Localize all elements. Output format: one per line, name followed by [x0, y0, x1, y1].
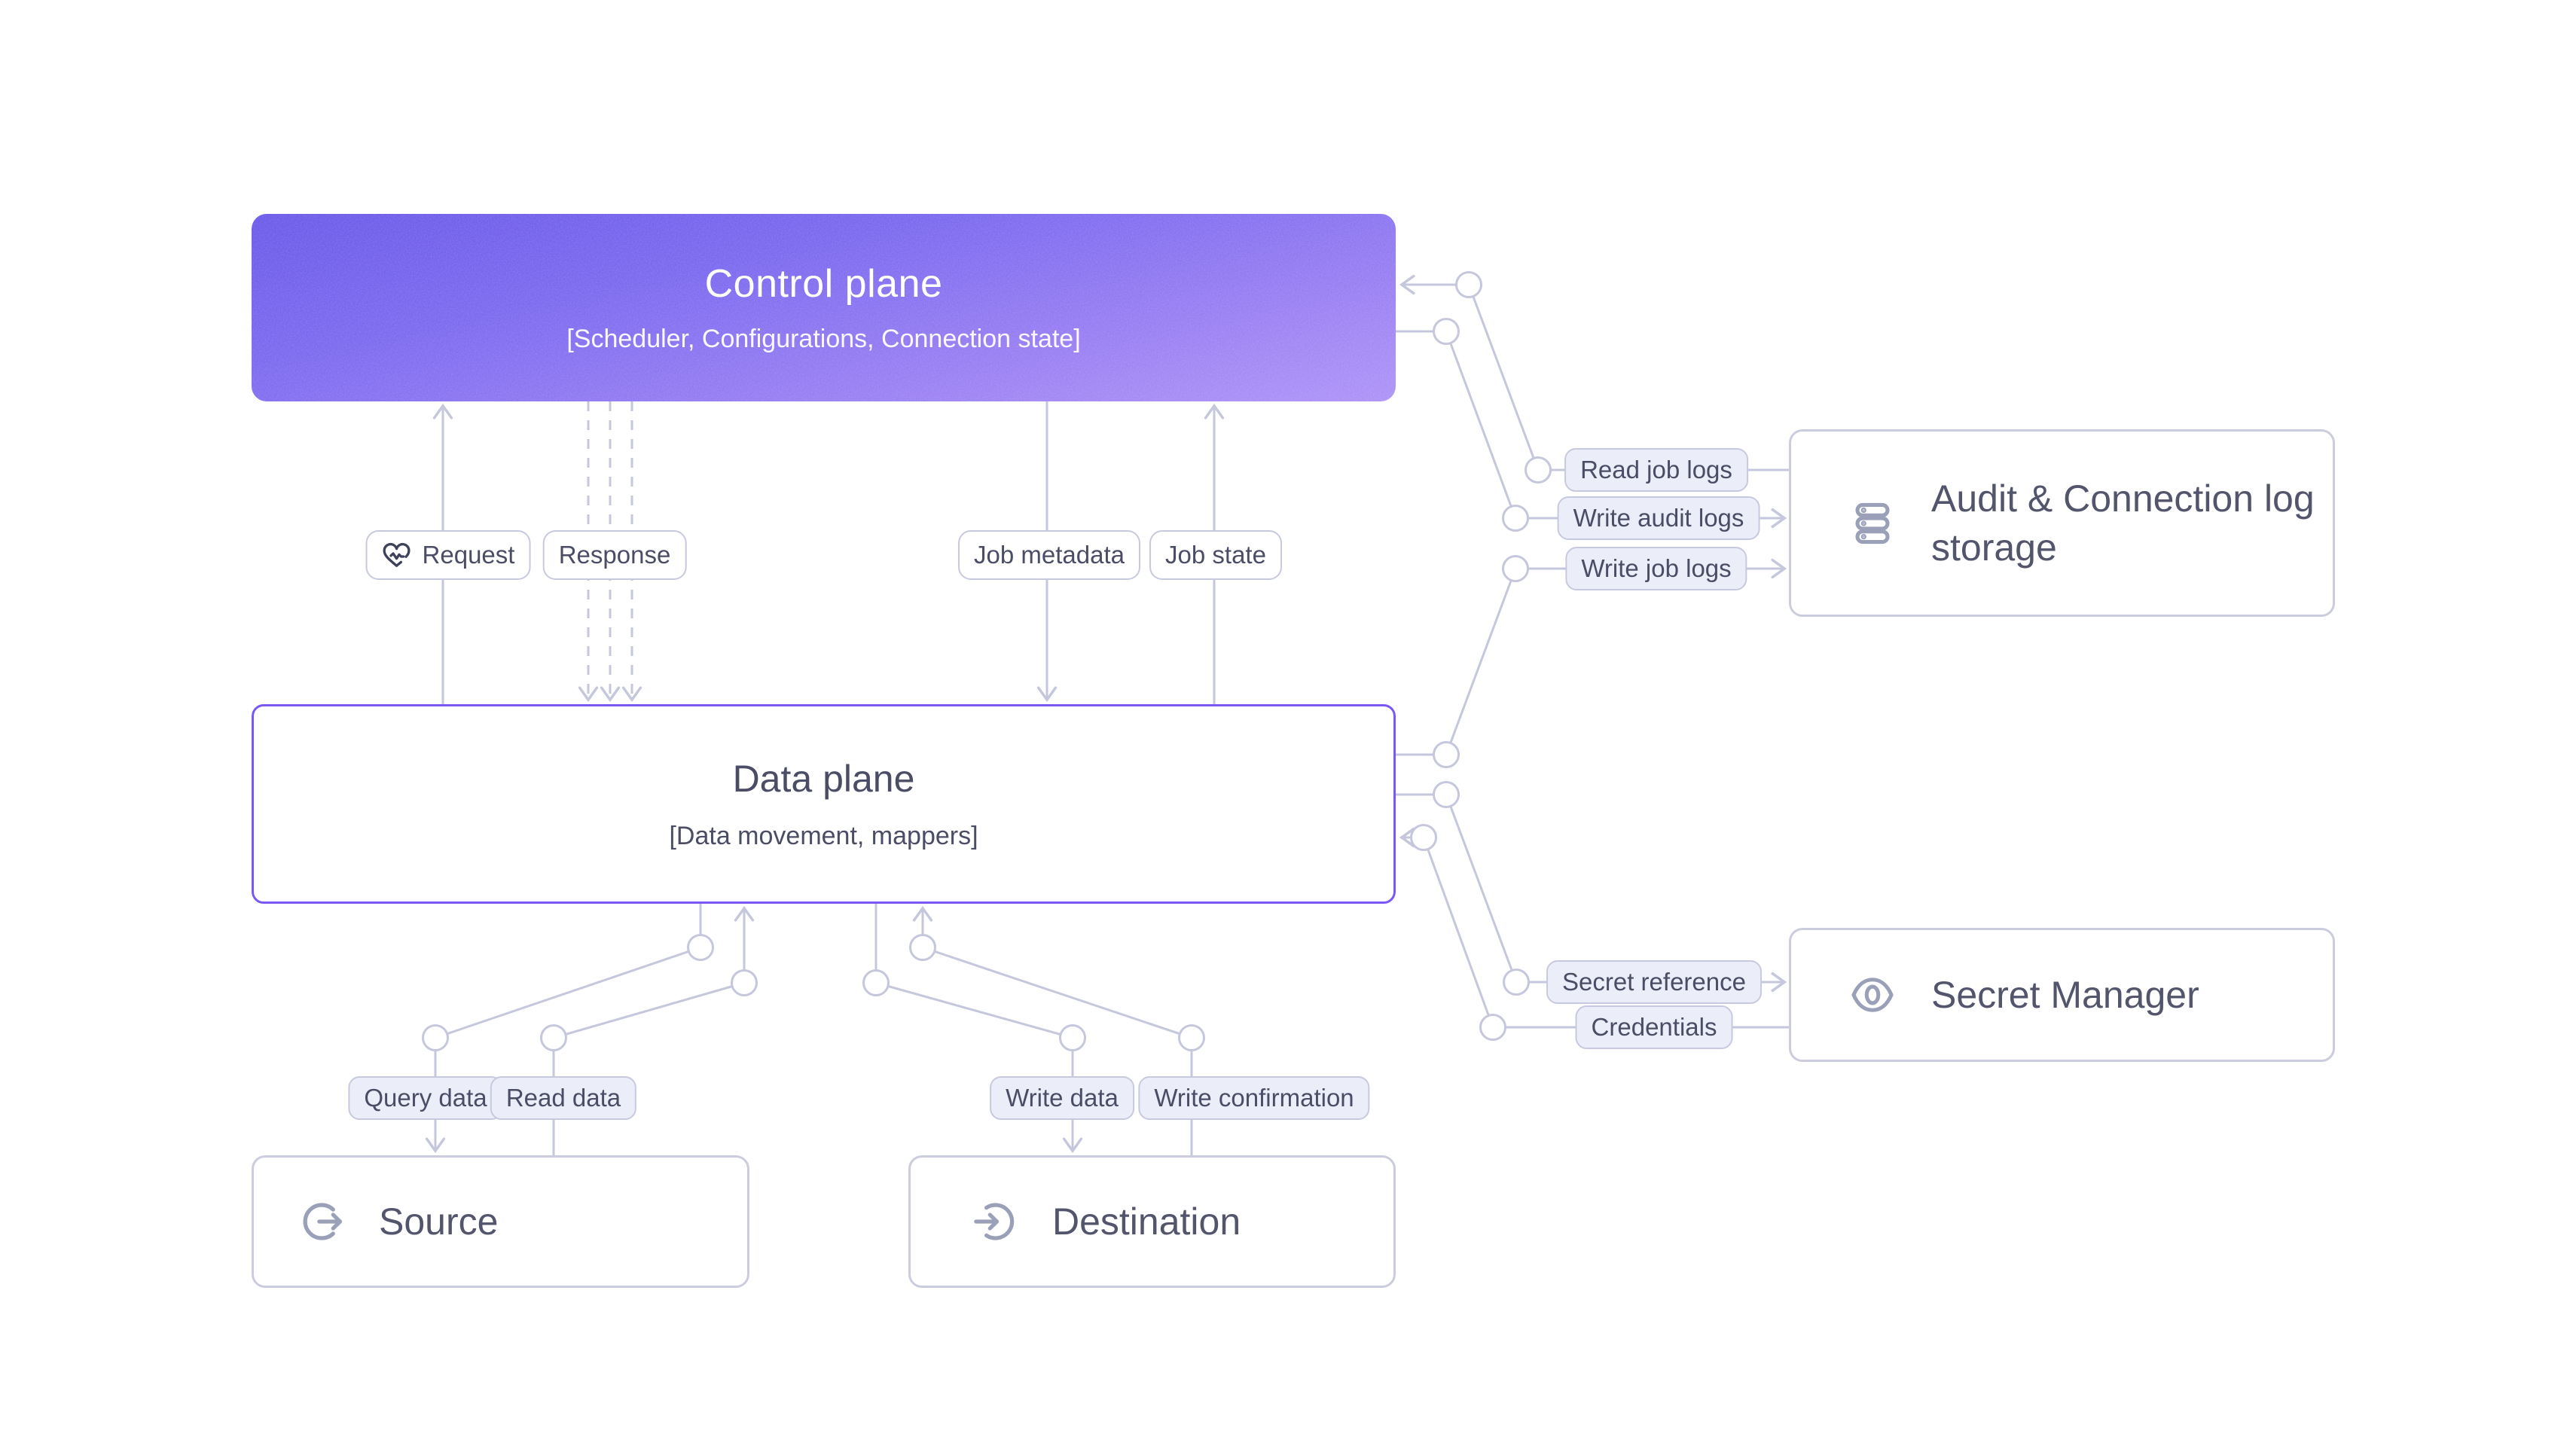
edge-label-secret-reference-text: Secret reference: [1562, 968, 1746, 996]
edge-label-request: Request: [365, 530, 531, 580]
edge-read-job-logs: [1467, 284, 1789, 471]
audit-log-storage-node: Audit & Connection log storage: [1789, 429, 2335, 617]
control-plane-title: Control plane: [704, 262, 943, 306]
edge-write-confirmation: [922, 946, 1193, 1155]
edge-label-write-confirmation: Write confirmation: [1138, 1076, 1370, 1120]
edge-label-write-job-logs-text: Write job logs: [1581, 554, 1732, 582]
edge-label-job-metadata: Job metadata: [958, 530, 1140, 580]
heart-pulse-icon: [382, 540, 412, 570]
data-plane-subtitle: [Data movement, mappers]: [669, 822, 978, 850]
edge-label-query-data: Query data: [348, 1076, 503, 1120]
secret-manager-node: Secret Manager: [1789, 928, 2335, 1062]
edge-label-read-job-logs-text: Read job logs: [1580, 456, 1732, 484]
edge-write-audit-logs: [1396, 330, 1517, 519]
edge-label-credentials-text: Credentials: [1591, 1013, 1717, 1041]
edge-label-response: Response: [542, 530, 687, 580]
edge-label-secret-reference: Secret reference: [1546, 960, 1762, 1004]
eye-icon: [1848, 971, 1897, 1019]
edge-write-job-logs: [1396, 568, 1517, 756]
edge-label-credentials: Credentials: [1575, 1005, 1733, 1049]
arrow-out-of-circle-icon: [298, 1197, 347, 1246]
source-node: Source: [252, 1155, 749, 1288]
edge-label-write-audit-logs: Write audit logs: [1557, 496, 1760, 540]
edge-label-write-job-logs: Write job logs: [1565, 547, 1747, 590]
edge-query-data: [435, 904, 702, 1039]
edge-label-job-state: Job state: [1149, 530, 1282, 580]
edge-label-request-text: Request: [422, 541, 515, 569]
edge-secret-reference: [1396, 793, 1518, 983]
destination-title: Destination: [1052, 1200, 1241, 1243]
arrow-into-circle-icon: [971, 1197, 1021, 1246]
edge-label-job-metadata-text: Job metadata: [974, 541, 1125, 569]
noise-texture: [252, 214, 1396, 401]
edge-label-write-data-text: Write data: [1006, 1084, 1119, 1112]
edge-label-write-data: Write data: [990, 1076, 1134, 1120]
edge-label-read-data: Read data: [490, 1076, 637, 1120]
edge-label-write-confirmation-text: Write confirmation: [1154, 1084, 1354, 1112]
source-title: Source: [379, 1200, 499, 1243]
edge-label-read-job-logs: Read job logs: [1564, 448, 1748, 492]
control-plane-subtitle: [Scheduler, Configurations, Connection s…: [566, 325, 1081, 353]
data-plane-node: Data plane [Data movement, mappers]: [252, 704, 1396, 904]
edge-label-read-data-text: Read data: [505, 1084, 621, 1112]
control-plane-node: Control plane [Scheduler, Configurations…: [252, 214, 1396, 401]
edge-label-response-text: Response: [558, 541, 671, 569]
edge-label-query-data-text: Query data: [364, 1084, 487, 1112]
secret-manager-title: Secret Manager: [1931, 973, 2199, 1016]
audit-log-storage-title: Audit & Connection log storage: [1931, 477, 2315, 569]
server-stack-icon: [1848, 499, 1897, 548]
data-plane-title: Data plane: [732, 758, 915, 800]
edge-label-job-state-text: Job state: [1165, 541, 1266, 569]
edge-write-data: [874, 904, 1073, 1039]
edge-label-write-audit-logs-text: Write audit logs: [1573, 504, 1744, 532]
destination-node: Destination: [908, 1155, 1396, 1288]
edge-read-data: [552, 981, 745, 1155]
